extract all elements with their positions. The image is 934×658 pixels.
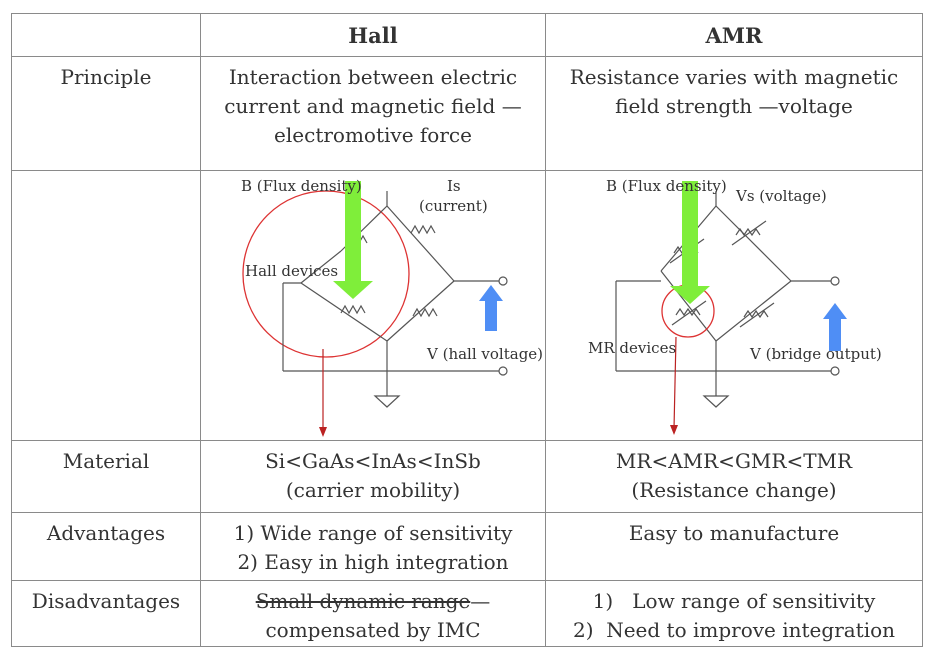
resistor-icon	[410, 224, 436, 235]
amr-disadvantage-item: 2) Need to improve integration	[572, 618, 896, 642]
amr-disadvantages: 1) Low range of sensitivity 2) Need to i…	[545, 580, 923, 647]
hall-principle-line: Interaction between electric	[228, 65, 518, 89]
hall-disadvantage-line: compensated by IMC	[265, 618, 481, 642]
corner-cell	[11, 13, 201, 57]
dash-text: —	[470, 589, 491, 613]
hall-bridge-diagram: B (Flux density) Is (current) Hall devic…	[241, 177, 543, 437]
hall-principle: Interaction between electric current and…	[200, 56, 546, 171]
mr-resistor-icon	[735, 227, 761, 237]
amr-disadvantage-item: 1) Low range of sensitivity	[592, 589, 876, 613]
terminal-icon	[830, 366, 840, 376]
flux-arrow-icon	[333, 181, 373, 299]
device-label: MR devices	[588, 339, 676, 357]
ground-icon	[373, 395, 401, 408]
amr-advantages: Easy to manufacture	[545, 512, 923, 581]
voltage-label: V (hall voltage)	[426, 345, 543, 363]
hall-principle-line: electromotive force	[274, 123, 472, 147]
amr-principle: Resistance varies with magnetic field st…	[545, 56, 923, 171]
hall-material-line: (carrier mobility)	[285, 478, 461, 502]
amr-diagram-cell: B (Flux density) Vs (voltage) MR devices…	[545, 170, 923, 441]
mr-resistor-icon	[743, 309, 769, 319]
pointer-arrow-icon	[319, 427, 327, 437]
disadvantages-label: Disadvantages	[11, 580, 201, 647]
amr-advantage-item: Easy to manufacture	[628, 521, 840, 545]
advantages-label: Advantages	[11, 512, 201, 581]
supply-voltage-label: Vs (voltage)	[735, 187, 827, 205]
amr-material-line: MR<AMR<GMR<TMR	[615, 449, 853, 473]
hall-advantage-item: 2) Easy in high integration	[237, 550, 509, 574]
struck-text: Small dynamic range	[255, 589, 471, 613]
amr-header: AMR	[545, 13, 923, 57]
device-label: Hall devices	[245, 262, 338, 280]
voltage-arrow-icon	[479, 285, 503, 331]
hall-header: Hall	[200, 13, 546, 57]
ground-icon	[702, 395, 730, 408]
amr-principle-line: Resistance varies with magnetic	[569, 65, 899, 89]
hall-material-line: Si<GaAs<InAs<InSb	[265, 449, 481, 473]
hall-advantages: 1) Wide range of sensitivity 2) Easy in …	[200, 512, 546, 581]
resistor-icon	[340, 304, 366, 315]
bridge-output-label: V (bridge output)	[749, 345, 882, 363]
hall-disadvantage-line: Small dynamic range—	[201, 587, 545, 616]
output-arrow-icon	[823, 303, 847, 351]
hall-diagram-cell: B (Flux density) Is (current) Hall devic…	[200, 170, 546, 441]
resistor-icon	[412, 307, 438, 318]
current-label: (current)	[419, 197, 488, 215]
amr-material-line: (Resistance change)	[631, 478, 837, 502]
advantages-row: Advantages 1) Wide range of sensitivity …	[11, 512, 923, 581]
terminal-icon	[498, 366, 508, 376]
amr-material: MR<AMR<GMR<TMR (Resistance change)	[545, 440, 923, 513]
hall-disadvantages: Small dynamic range— compensated by IMC	[200, 580, 546, 647]
hall-device-circle	[242, 190, 410, 358]
flux-arrow-icon	[670, 181, 710, 304]
disadvantages-row: Disadvantages Small dynamic range— compe…	[11, 580, 923, 647]
diagram-row: B (Flux density) Is (current) Hall devic…	[11, 170, 923, 441]
hall-advantage-item: 1) Wide range of sensitivity	[233, 521, 513, 545]
diagram-label-cell	[11, 170, 201, 441]
principle-label: Principle	[11, 56, 201, 171]
flux-label: B (Flux density)	[606, 177, 727, 195]
material-row: Material Si<GaAs<InAs<InSb (carrier mobi…	[11, 440, 923, 513]
amr-principle-line: field strength —voltage	[615, 94, 853, 118]
material-label: Material	[11, 440, 201, 513]
amr-bridge-diagram: B (Flux density) Vs (voltage) MR devices…	[588, 177, 882, 435]
comparison-table: Hall AMR Principle Interaction between e…	[11, 13, 923, 647]
hall-principle-line: current and magnetic field —	[224, 94, 522, 118]
current-label: Is	[447, 177, 461, 195]
terminal-icon	[498, 276, 508, 286]
principle-row: Principle Interaction between electric c…	[11, 56, 923, 171]
hall-material: Si<GaAs<InAs<InSb (carrier mobility)	[200, 440, 546, 513]
flux-label: B (Flux density)	[241, 177, 362, 195]
terminal-icon	[830, 276, 840, 286]
pointer-arrow-icon	[670, 425, 678, 435]
mr-resistor-icon	[675, 307, 701, 317]
header-row: Hall AMR	[11, 13, 923, 57]
